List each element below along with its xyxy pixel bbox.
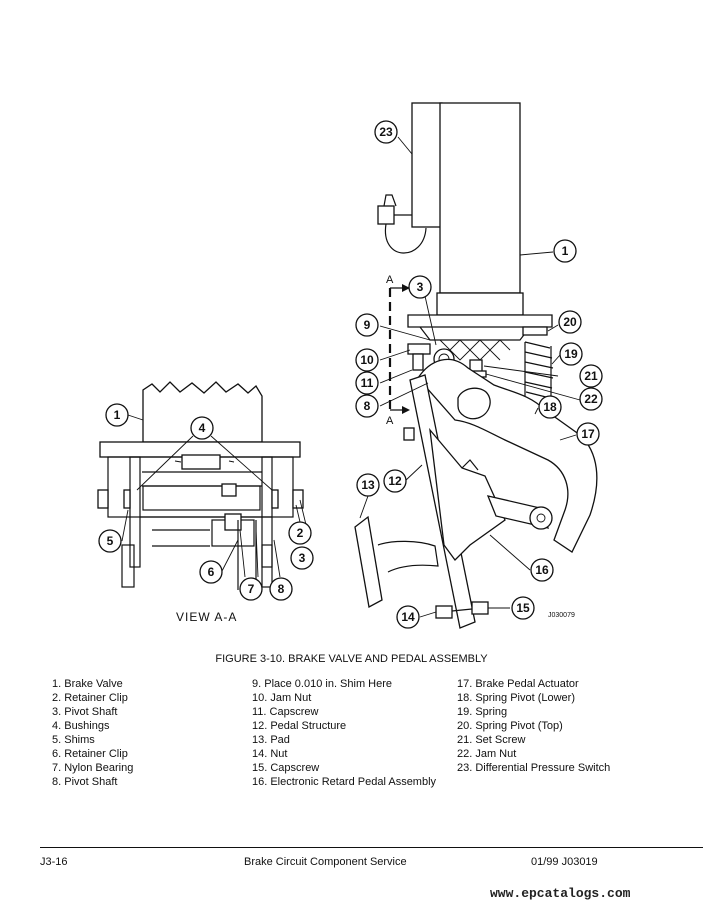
legend-item: 7. Nylon Bearing: [52, 762, 134, 774]
callout-14: 14: [396, 605, 420, 629]
callout-4: 4: [190, 416, 214, 440]
callout-7: 7: [239, 577, 263, 601]
legend-item: 18. Spring Pivot (Lower): [457, 692, 575, 704]
callout-8-main: 8: [355, 394, 379, 418]
svg-text:8: 8: [364, 399, 371, 413]
legend-item: 19. Spring: [457, 706, 508, 718]
callout-3-view: 3: [290, 546, 314, 570]
legend-item: 17. Brake Pedal Actuator: [457, 678, 579, 690]
callout-21: 21: [579, 364, 603, 388]
main-assembly-drawing: A A: [354, 102, 598, 629]
footer-page-number: J3-16: [40, 856, 68, 868]
callout-1-main: 1: [553, 239, 577, 263]
svg-text:13: 13: [361, 478, 375, 492]
callout-1-view: 1: [105, 403, 129, 427]
callout-5: 5: [98, 529, 122, 553]
legend-item: 15. Capscrew: [252, 762, 320, 774]
legend-item: 11. Capscrew: [252, 706, 319, 718]
legend-item: 21. Set Screw: [457, 734, 526, 746]
figure-title: FIGURE 3-10. BRAKE VALVE AND PEDAL ASSEM…: [215, 653, 488, 665]
footer-rule: [40, 847, 703, 848]
legend-item: 20. Spring Pivot (Top): [457, 720, 563, 732]
legend-item: 3. Pivot Shaft: [52, 706, 118, 718]
svg-text:18: 18: [543, 400, 557, 414]
callout-19: 19: [559, 342, 583, 366]
svg-text:8: 8: [278, 582, 285, 596]
svg-text:22: 22: [584, 392, 598, 406]
section-marker-top: A: [386, 274, 394, 286]
callout-10: 10: [355, 348, 379, 372]
footer-section-title: Brake Circuit Component Service: [244, 856, 407, 868]
svg-text:7: 7: [248, 582, 255, 596]
svg-text:4: 4: [199, 421, 206, 435]
technical-drawing: A A 23 1 3 9 20 10 19 11 21 8 22 18 17 1…: [97, 102, 603, 629]
legend-item: 9. Place 0.010 in. Shim Here: [252, 678, 393, 690]
legend-item: 22. Jam Nut: [457, 748, 517, 760]
callout-12: 12: [383, 469, 407, 493]
callout-17: 17: [576, 422, 600, 446]
svg-text:10: 10: [360, 353, 374, 367]
section-marker-bottom: A: [386, 415, 394, 427]
legend-column-1: 1. Brake Valve 2. Retainer Clip 3. Pivot…: [52, 677, 133, 789]
legend-item: 6. Retainer Clip: [52, 748, 128, 760]
callout-2: 2: [288, 521, 312, 545]
callout-9: 9: [355, 313, 379, 337]
drawing-id: J030079: [548, 612, 575, 619]
svg-text:16: 16: [535, 563, 549, 577]
callout-18: 18: [538, 395, 562, 419]
legend-column-2: 9. Place 0.010 in. Shim Here 10. Jam Nut…: [252, 677, 436, 789]
legend-item: 23. Differential Pressure Switch: [457, 762, 611, 774]
legend-item: 16. Electronic Retard Pedal Assembly: [252, 776, 437, 788]
svg-text:6: 6: [208, 565, 215, 579]
svg-text:23: 23: [379, 125, 393, 139]
callout-22: 22: [579, 387, 603, 411]
callout-11: 11: [355, 371, 379, 395]
legend-item: 14. Nut: [252, 748, 288, 760]
svg-text:5: 5: [107, 534, 114, 548]
callout-16: 16: [530, 558, 554, 582]
svg-text:11: 11: [361, 376, 374, 390]
callout-15: 15: [511, 596, 535, 620]
watermark-url: www.epcatalogs.com: [490, 886, 631, 901]
svg-text:1: 1: [114, 408, 121, 422]
legend-column-3: 17. Brake Pedal Actuator 18. Spring Pivo…: [457, 677, 610, 775]
callout-8-view: 8: [269, 577, 293, 601]
callout-3-main: 3: [408, 275, 432, 299]
svg-text:2: 2: [297, 526, 304, 540]
svg-text:9: 9: [364, 318, 371, 332]
legend-item: 12. Pedal Structure: [252, 720, 347, 732]
legend-item: 13. Pad: [252, 734, 290, 746]
legend-item: 5. Shims: [52, 734, 95, 746]
callout-20: 20: [558, 310, 582, 334]
svg-text:17: 17: [581, 427, 595, 441]
svg-text:15: 15: [516, 601, 530, 615]
svg-text:21: 21: [584, 369, 598, 383]
legend-item: 8. Pivot Shaft: [52, 776, 118, 788]
svg-text:3: 3: [417, 280, 424, 294]
view-a-a-label: VIEW A-A: [176, 610, 238, 624]
callout-13: 13: [356, 473, 380, 497]
callout-23: 23: [374, 120, 398, 144]
footer-revision: 01/99 J03019: [531, 856, 598, 868]
legend-item: 4. Bushings: [52, 720, 110, 732]
svg-text:3: 3: [299, 551, 306, 565]
callout-6: 6: [199, 560, 223, 584]
svg-text:14: 14: [401, 610, 415, 624]
view-a-a-drawing: [97, 381, 309, 590]
svg-text:1: 1: [562, 244, 569, 258]
legend-item: 2. Retainer Clip: [52, 692, 128, 704]
legend-item: 1. Brake Valve: [52, 678, 123, 690]
legend-item: 10. Jam Nut: [252, 692, 312, 704]
svg-text:12: 12: [388, 474, 402, 488]
svg-text:19: 19: [564, 347, 578, 361]
svg-text:20: 20: [563, 315, 577, 329]
